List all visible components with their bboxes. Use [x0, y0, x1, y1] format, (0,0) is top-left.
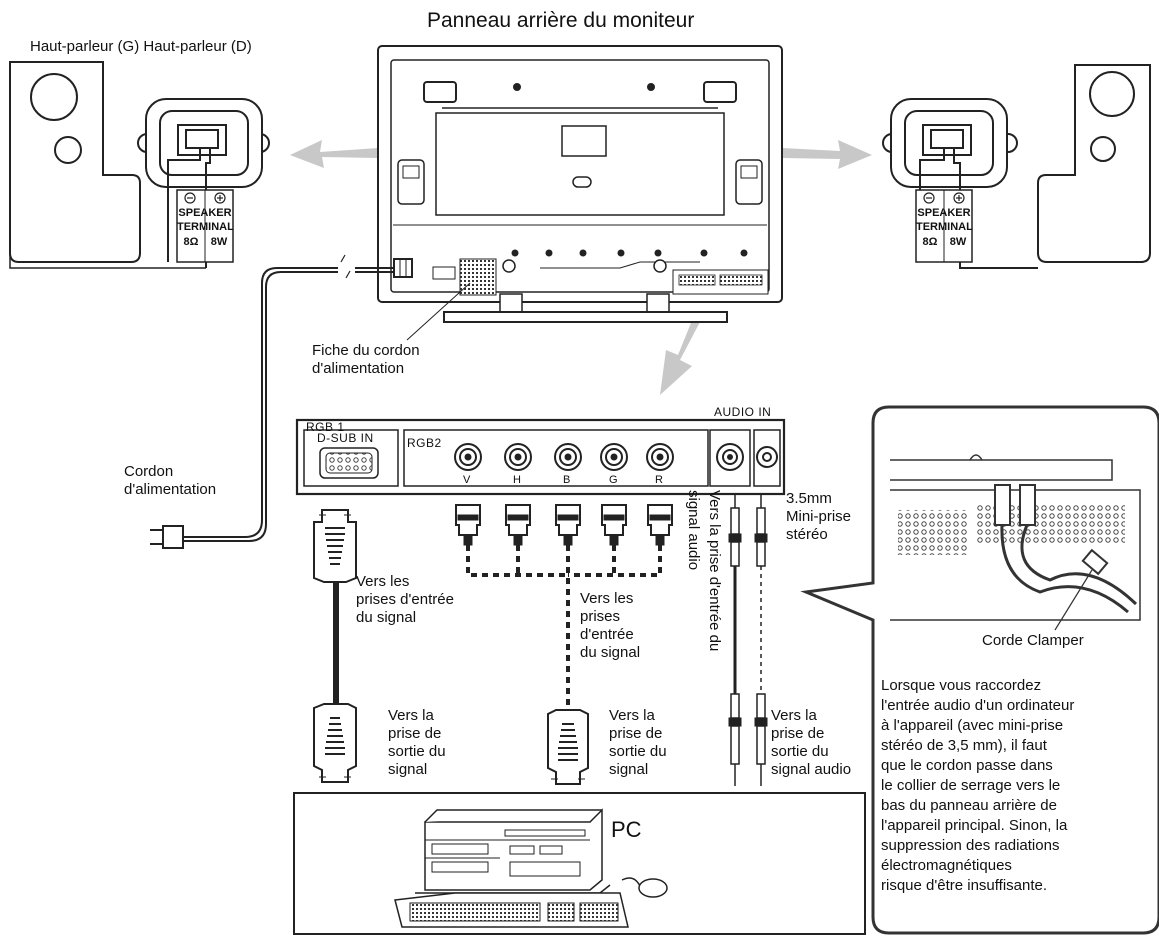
dsub-signal-in-1: Vers les [356, 573, 410, 590]
bnc-letter-h: H [513, 474, 522, 486]
left-speaker-terminal [137, 98, 270, 268]
audio-out-1: Vers la [771, 707, 817, 724]
dsub-signal-in-3: du signal [356, 609, 417, 626]
bnc-signal-out-2: prise de [609, 725, 663, 742]
dsub-in-label: D-SUB IN [317, 431, 374, 445]
bnc-signal-out-4: signal [609, 761, 649, 778]
note-line-10: électromagnétiques [881, 857, 1012, 874]
bnc-plug-g [601, 504, 627, 546]
left-terminal-power: 8W [210, 236, 228, 248]
note-line-1: Lorsque vous raccordez [881, 677, 1042, 694]
power-cord-label-1: Cordon [124, 463, 174, 480]
note-line-6: le collier de serrage vers le [881, 777, 1061, 794]
bnc-jack-g [600, 443, 628, 471]
power-plug-label-1: Fiche du cordon [312, 342, 420, 359]
audio-out-2: prise de [771, 725, 825, 742]
bnc-signal-in-1: Vers les [580, 590, 634, 607]
note-line-4: stéréo de 3,5 mm), il faut [881, 737, 1047, 754]
right-speaker-terminal [882, 98, 1038, 269]
bnc-jack-b [554, 443, 582, 471]
bnc-signal-in-4: du signal [580, 644, 641, 661]
bnc-jack-v [454, 443, 482, 471]
audio-out-3: sortie du [771, 743, 829, 760]
bnc-signal-out-1: Vers la [609, 707, 655, 724]
plug-leader-line [406, 282, 471, 341]
power-cord [150, 254, 413, 549]
audio-out-4: signal audio [771, 761, 852, 778]
bnc-letter-r: R [655, 474, 664, 486]
dsub-signal-out-4: signal [388, 761, 428, 778]
right-terminal-line2: TERMINAL [916, 221, 973, 233]
audio-jacks [716, 443, 778, 471]
pc-illustration [293, 792, 866, 935]
bnc-letter-g: G [609, 474, 619, 486]
clamper-label: Corde Clamper [982, 632, 1084, 649]
note-line-8: l'appareil principal. Sinon, la [881, 817, 1068, 834]
bnc-jack-h [504, 443, 532, 471]
dsub-signal-out-1: Vers la [388, 707, 434, 724]
minijack-label-2: Mini-prise [786, 508, 852, 525]
right-terminal-line1: SPEAKER [917, 207, 971, 219]
left-terminal-line1: SPEAKER [178, 207, 232, 219]
bnc-cable-bundle [466, 545, 662, 710]
audio-in-vertical-2: signal audio [685, 490, 702, 571]
bnc-letter-v: V [463, 474, 471, 486]
right-speaker [1037, 64, 1151, 263]
bnc-signal-in-3: d'entrée [580, 626, 634, 643]
dsub-signal-out-3: sortie du [388, 743, 446, 760]
bnc-cable [455, 504, 673, 546]
monitor-rear-panel [377, 45, 783, 323]
bnc-signal-in-2: prises [580, 608, 621, 625]
note-line-3: à l'appareil (avec mini-prise [881, 717, 1064, 734]
audio-cable [728, 494, 768, 786]
clamper-note: Lorsque vous raccordez l'entrée audio d'… [881, 676, 1151, 896]
speakers-label: Haut-parleur (G) Haut-parleur (D) [30, 38, 252, 55]
bnc-letter-b: B [563, 474, 571, 486]
note-line-11: risque d'être insuffisante. [881, 877, 1048, 894]
power-cord-label-2: d'alimentation [124, 481, 217, 498]
pc-label: PC [611, 817, 642, 842]
left-speaker-wire [9, 253, 206, 269]
audio-in-vertical-1: Vers la prise d'entrée du [706, 490, 723, 652]
note-line-9: suppression des radiations [881, 837, 1060, 854]
power-plug-label-2: d'alimentation [312, 360, 405, 377]
grey-arrows [290, 140, 872, 395]
rgb2-label: RGB2 [407, 436, 442, 450]
bnc-jacks [454, 443, 674, 471]
minijack-label-3: stéréo [786, 526, 828, 543]
rgb1-label: RGB 1 [306, 420, 345, 434]
right-terminal-impedance: 8Ω [922, 236, 938, 248]
audio-in-label: AUDIO IN [714, 405, 772, 419]
bnc-plug-v [455, 504, 481, 546]
dsub-signal-out-2: prise de [388, 725, 442, 742]
bnc-plug-b [555, 504, 581, 546]
bnc-jack-r [646, 443, 674, 471]
note-line-5: que le cordon passe dans [881, 757, 1053, 774]
bnc-plug-r [647, 504, 673, 546]
bnc-dsub-plug [547, 709, 589, 785]
left-terminal-impedance: 8Ω [183, 236, 199, 248]
bnc-plug-h [505, 504, 531, 546]
right-terminal-power: 8W [949, 236, 967, 248]
left-terminal-line2: TERMINAL [177, 221, 234, 233]
dsub-cable [313, 509, 357, 783]
minijack-label-1: 3.5mm [786, 490, 832, 507]
diagram-title: Panneau arrière du moniteur [427, 9, 695, 32]
dsub-signal-in-2: prises d'entrée [356, 591, 454, 608]
note-line-2: l'entrée audio d'un ordinateur [881, 697, 1075, 714]
note-line-7: bas du panneau arrière de [881, 797, 1057, 814]
bnc-signal-out-3: sortie du [609, 743, 667, 760]
left-speaker [9, 61, 141, 263]
clamper-callout [800, 405, 1159, 935]
